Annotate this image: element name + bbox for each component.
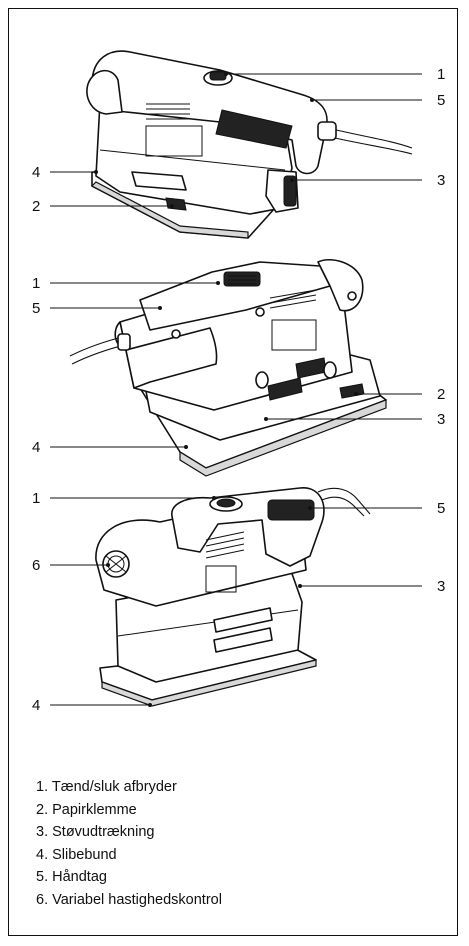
legend-item: 4. Slibebund xyxy=(36,846,117,863)
callout-5-handle: 5 xyxy=(437,92,446,109)
page-frame xyxy=(8,8,458,936)
sander-illustration-1 xyxy=(50,50,422,239)
sander-illustration-3 xyxy=(50,487,422,707)
callout-4-base: 4 xyxy=(32,439,41,456)
callout-5-handle: 5 xyxy=(437,500,446,517)
legend-item: 2. Papirklemme xyxy=(36,801,137,818)
callout-4-base: 4 xyxy=(32,697,41,714)
callout-3-dust-port: 3 xyxy=(437,411,446,428)
callout-1-switch: 1 xyxy=(437,66,446,83)
callout-3-dust-port: 3 xyxy=(437,172,446,189)
parts-legend: 1. Tænd/sluk afbryder 2. Papirklemme 3. … xyxy=(36,776,222,912)
callout-3-dust-port: 3 xyxy=(437,578,446,595)
callout-2-clamp: 2 xyxy=(32,198,41,215)
callout-1-switch: 1 xyxy=(32,275,41,292)
callout-5-handle: 5 xyxy=(32,300,41,317)
callout-1-switch: 1 xyxy=(32,490,41,507)
legend-item: 5. Håndtag xyxy=(36,869,107,886)
callout-4-base: 4 xyxy=(32,164,41,181)
legend-item: 6. Variabel hastighedskontrol xyxy=(36,891,222,908)
sander-illustration-2 xyxy=(50,258,422,477)
callout-2-clamp: 2 xyxy=(437,386,446,403)
callout-6-speed-control: 6 xyxy=(32,557,41,574)
legend-item: 3. Støvudtrækning xyxy=(36,824,155,841)
legend-item: 1. Tænd/sluk afbryder xyxy=(36,779,177,795)
